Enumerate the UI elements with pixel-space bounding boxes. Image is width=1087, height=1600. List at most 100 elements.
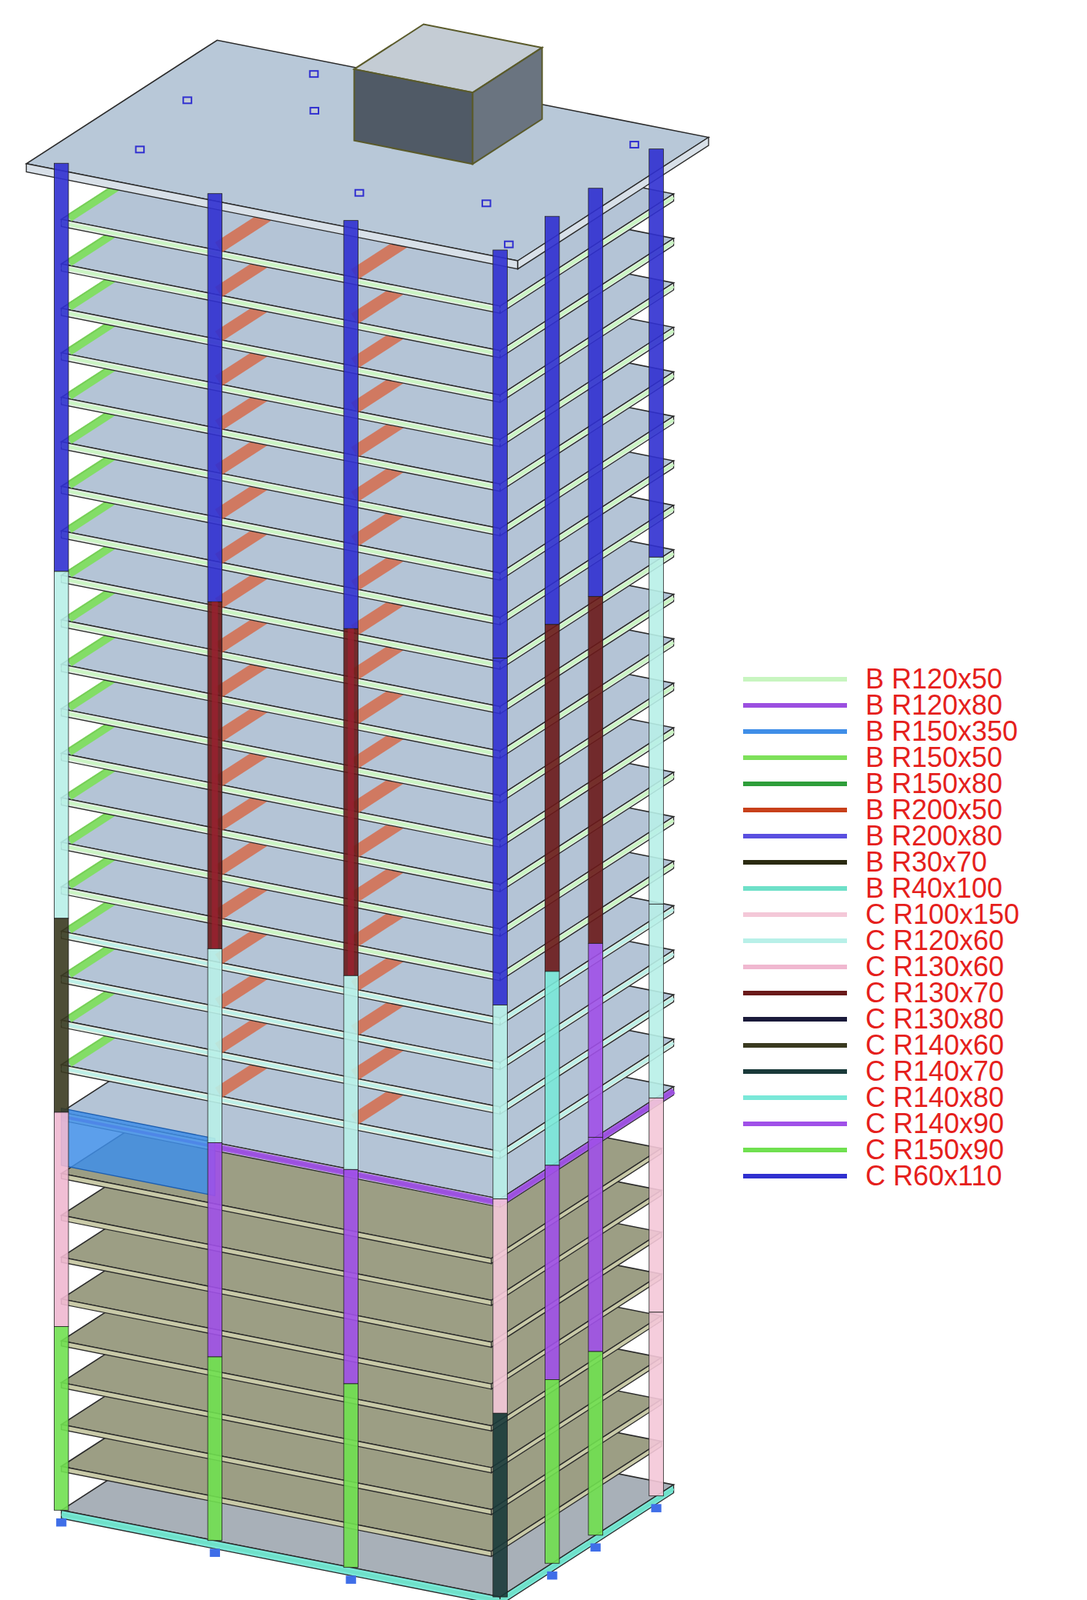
- column: [649, 1097, 664, 1313]
- legend-swatch: [743, 938, 847, 944]
- legend-swatch: [743, 912, 847, 917]
- legend-row: C R140x70: [743, 1058, 1020, 1085]
- footing: [210, 1548, 221, 1558]
- legend-row: C R130x60: [743, 953, 1020, 981]
- legend-label: B R120x80: [865, 692, 1003, 719]
- legend-swatch: [743, 703, 847, 708]
- footing: [56, 1518, 67, 1528]
- column: [649, 903, 664, 1098]
- legend-label: C R150x90: [865, 1137, 1004, 1164]
- column: [53, 1326, 69, 1511]
- legend-row: C R130x80: [743, 1006, 1020, 1033]
- legend-row: C R120x60: [743, 927, 1020, 954]
- structure: [26, 24, 709, 1600]
- legend-row: B R120x50: [743, 666, 1020, 693]
- legend-row: B R40x100: [743, 875, 1020, 902]
- column: [207, 1142, 223, 1358]
- column: [649, 149, 664, 558]
- roof-column-cap: [183, 96, 192, 104]
- legend-swatch: [743, 1095, 847, 1101]
- legend-label: C R140x70: [865, 1058, 1004, 1085]
- column-core: [211, 601, 218, 949]
- column: [588, 1137, 604, 1352]
- column: [343, 628, 359, 976]
- legend-label: C R130x80: [865, 1006, 1004, 1033]
- column: [53, 571, 69, 919]
- column: [343, 1383, 359, 1568]
- legend-label: C R120x60: [865, 927, 1004, 954]
- legend-row: C R100x150: [743, 901, 1020, 928]
- legend-swatch: [743, 990, 847, 996]
- column-core: [347, 628, 354, 976]
- column: [588, 943, 604, 1138]
- legend-label: B R200x50: [865, 796, 1003, 824]
- legend-label: C R130x70: [865, 980, 1004, 1007]
- column: [544, 1165, 560, 1381]
- column: [53, 918, 69, 1113]
- legend-label: C R60x110: [865, 1163, 1002, 1190]
- legend-row: C R150x90: [743, 1137, 1020, 1164]
- column: [343, 975, 359, 1170]
- penthouse-wall: [353, 69, 473, 164]
- legend-swatch: [743, 1069, 847, 1074]
- transfer-beam: [61, 1108, 216, 1197]
- legend-swatch: [743, 676, 847, 682]
- roof-column-cap: [355, 190, 364, 197]
- column: [493, 658, 508, 1006]
- column: [588, 188, 604, 597]
- column: [493, 1199, 508, 1414]
- legend-row: B R150x80: [743, 770, 1020, 797]
- legend-row: B R30x70: [743, 849, 1020, 876]
- legend-label: B R40x100: [865, 875, 1003, 902]
- column: [544, 1379, 560, 1564]
- legend-row: B R120x80: [743, 692, 1020, 719]
- footing: [590, 1543, 601, 1552]
- column: [343, 1169, 359, 1384]
- legend-row: B R150x50: [743, 744, 1020, 771]
- column: [544, 216, 560, 625]
- roof-column-cap: [504, 241, 514, 248]
- legend-label: B R30x70: [865, 849, 987, 876]
- legend-swatch: [743, 1121, 847, 1127]
- legend-swatch: [743, 1173, 847, 1179]
- legend-label: C R140x80: [865, 1084, 1004, 1111]
- legend-label: C R140x60: [865, 1032, 1004, 1059]
- column: [588, 596, 604, 944]
- legend-swatch: [743, 729, 847, 734]
- roof-column-cap: [310, 70, 319, 77]
- column: [207, 948, 223, 1143]
- legend-label: C R130x60: [865, 953, 1004, 981]
- column: [53, 163, 69, 572]
- legend-swatch: [743, 1147, 847, 1153]
- legend-row: C R140x60: [743, 1032, 1020, 1059]
- column: [493, 250, 508, 659]
- legend-row: B R200x80: [743, 823, 1020, 850]
- legend-row: B R150x350: [743, 718, 1020, 745]
- legend-row: C R130x70: [743, 980, 1020, 1007]
- legend-swatch: [743, 886, 847, 891]
- column: [649, 556, 664, 904]
- column: [544, 624, 560, 972]
- footing: [346, 1575, 357, 1584]
- legend-row: C R140x80: [743, 1084, 1020, 1111]
- legend-swatch: [743, 1043, 847, 1048]
- column: [53, 1112, 69, 1328]
- side-beam: [69, 186, 118, 219]
- legend-label: B R120x50: [865, 666, 1003, 693]
- column: [493, 1413, 508, 1598]
- legend-label: B R150x80: [865, 770, 1003, 797]
- roof-column-cap: [482, 200, 491, 207]
- slab-edge: [26, 163, 518, 270]
- column: [207, 193, 223, 603]
- legend-swatch: [743, 833, 847, 839]
- legend: B R120x50B R120x80B R150x350B R150x50B R…: [743, 666, 1020, 1190]
- floor-slab: [26, 40, 709, 261]
- footing: [650, 1503, 661, 1513]
- legend-swatch: [743, 860, 847, 865]
- legend-label: B R200x80: [865, 823, 1003, 850]
- legend-label: C R140x90: [865, 1110, 1004, 1138]
- column: [207, 601, 223, 949]
- roof-column-cap: [136, 146, 145, 153]
- legend-label: B R150x350: [865, 718, 1018, 745]
- legend-swatch: [743, 964, 847, 970]
